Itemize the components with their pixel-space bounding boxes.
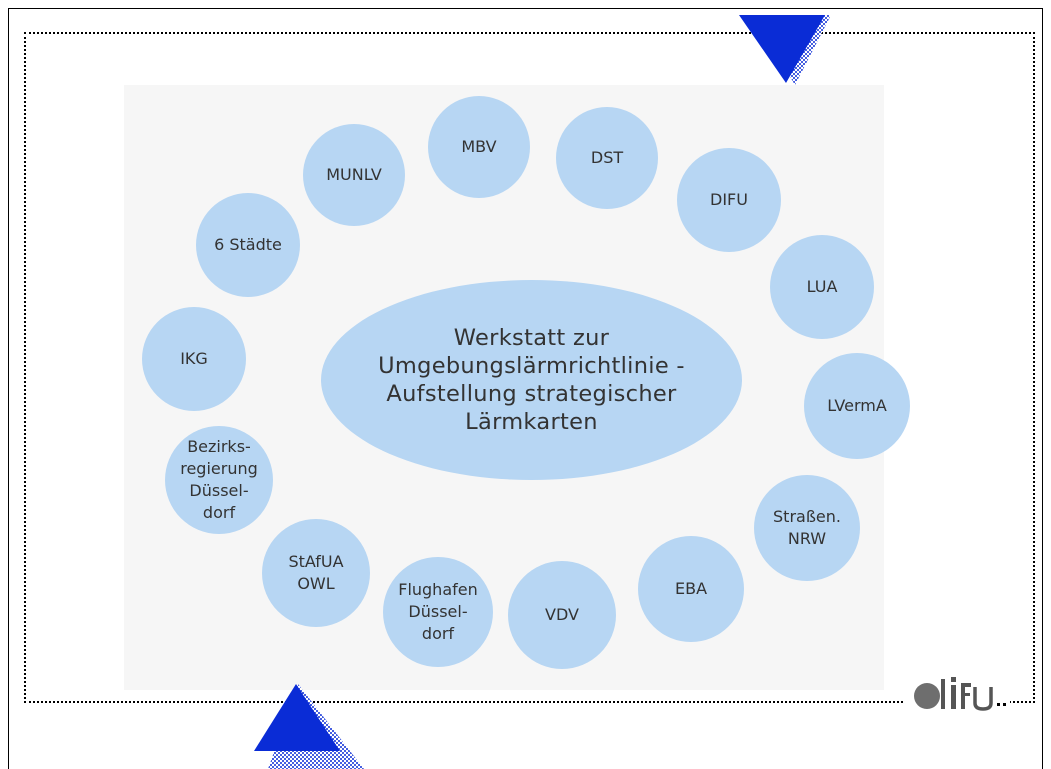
- node-lua: LUA: [770, 235, 874, 339]
- slide-frame: [8, 8, 1043, 769]
- dotted-border: [24, 32, 1035, 703]
- center-ellipse: Werkstatt zur Umgebungslärmrichtlinie - …: [321, 280, 742, 480]
- node-eba: EBA: [638, 536, 744, 642]
- node-difu: DIFU: [677, 148, 781, 252]
- node-ikg: IKG: [142, 307, 246, 411]
- node-bezirksregierung: Bezirks- regierung Düssel- dorf: [165, 426, 273, 534]
- node-6-staedte: 6 Städte: [196, 193, 300, 297]
- node-stafua-owl: StAfUA OWL: [262, 519, 370, 627]
- node-munlv: MUNLV: [303, 124, 405, 226]
- triangle-up-icon: [254, 684, 364, 769]
- node-flughafen: Flughafen Düssel- dorf: [383, 557, 493, 667]
- node-strassen-nrw: Straßen. NRW: [754, 475, 860, 581]
- node-lverma: LVermA: [804, 353, 910, 459]
- triangle-down-icon: [739, 15, 831, 85]
- node-mbv: MBV: [428, 96, 530, 198]
- difu-logo: [905, 673, 1010, 711]
- node-vdv: VDV: [508, 561, 616, 669]
- node-dst: DST: [556, 107, 658, 209]
